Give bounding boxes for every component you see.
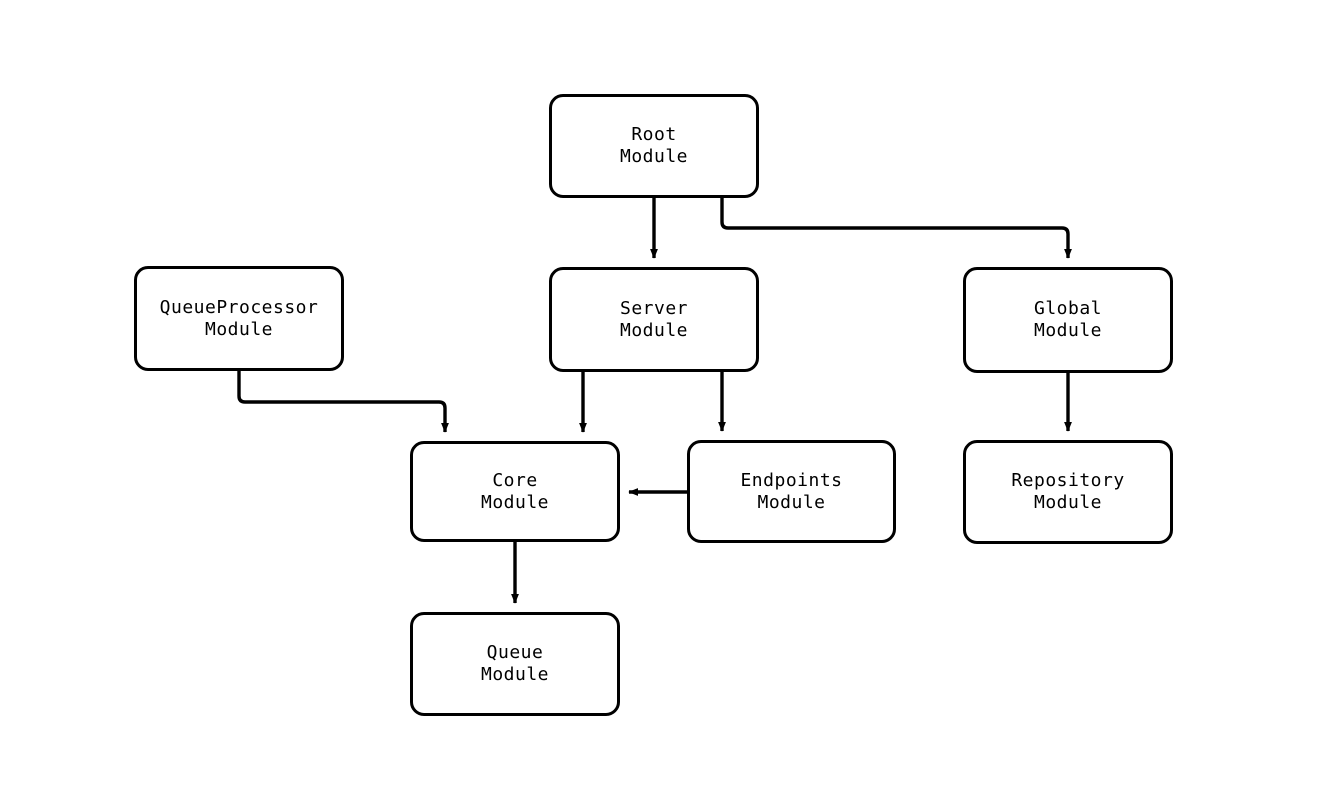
node-repository-module[interactable]: Repository Module (963, 440, 1173, 544)
node-endpoints-module-label-line1: Endpoints (740, 469, 843, 491)
node-queue-module-label-line1: Queue (486, 642, 544, 663)
node-core-module-label-line1: Core (492, 469, 538, 491)
node-repository-module-label-line2: Module (1033, 492, 1103, 513)
node-queueprocessor-module-label-line2: Module (204, 318, 274, 340)
node-core-module-label-line2: Module (480, 491, 550, 513)
node-server-module-label-line1: Server (619, 297, 689, 319)
node-global-module-label-line1: Global (1033, 298, 1103, 319)
edge-root-to-global (720, 198, 1072, 259)
node-queue-module[interactable]: Queue Module (410, 612, 620, 716)
node-core-module[interactable]: Core Module (410, 441, 620, 542)
node-root-module-label-line2: Module (619, 146, 689, 167)
node-global-module[interactable]: Global Module (963, 267, 1173, 373)
node-endpoints-module[interactable]: Endpoints Module (687, 440, 896, 543)
node-global-module-label-line2: Module (1033, 320, 1103, 341)
node-queueprocessor-module[interactable]: QueueProcessor Module (134, 266, 344, 371)
node-server-module[interactable]: Server Module (549, 267, 759, 372)
node-endpoints-module-label-line2: Module (757, 491, 826, 513)
node-root-module[interactable]: Root Module (549, 94, 759, 198)
edge-queueprocessor-to-core (237, 371, 449, 433)
node-server-module-label-line2: Module (619, 319, 689, 341)
node-queue-module-label-line2: Module (480, 664, 550, 685)
node-root-module-label-line1: Root (631, 124, 677, 145)
node-queueprocessor-module-label-line1: QueueProcessor (159, 296, 319, 318)
node-repository-module-label-line1: Repository (1011, 470, 1125, 491)
